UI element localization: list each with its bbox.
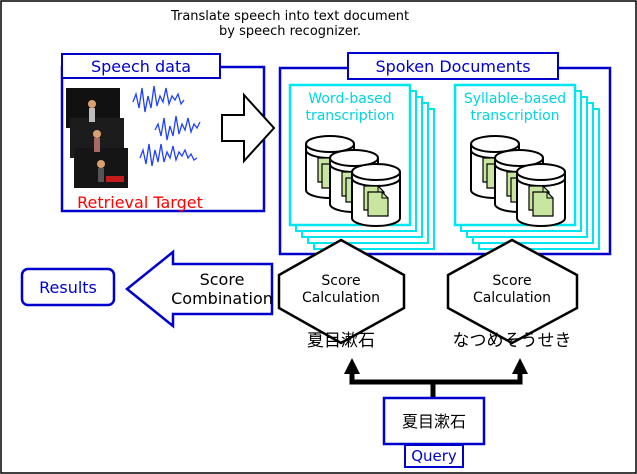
score-right-line-2: Calculation: [473, 290, 551, 306]
retrieval-target-caption: Retrieval Target: [77, 193, 203, 212]
score-calculation-right: Score Calculation: [446, 238, 579, 345]
syllable-based-label-2: transcription: [470, 108, 559, 124]
speech-data-panel: Speech data Retrieval Target: [60, 53, 266, 213]
score-right-line-1: Score: [492, 273, 531, 289]
results-label: Results: [39, 278, 97, 297]
score-left-line-2: Calculation: [302, 290, 380, 306]
query-kanji-label: 夏目漱石: [307, 331, 375, 351]
query-box-text: 夏目漱石: [402, 412, 466, 431]
combination-line-1: Score: [200, 270, 245, 289]
speech-data-title: Speech data: [91, 57, 191, 76]
query-connector: [344, 358, 528, 398]
syllable-based-label-1: Syllable-based: [464, 91, 566, 107]
score-combination-arrow: Score Combination: [125, 249, 274, 329]
word-based-label-1: Word-based: [308, 91, 391, 107]
query-box: 夏目漱石 Query: [382, 396, 486, 468]
right-arrow-icon: [221, 92, 276, 164]
photo-thumbnail: [66, 88, 128, 188]
query-label: Query: [411, 447, 457, 465]
results-box: Results: [20, 267, 116, 307]
query-kana-label: なつめそうせき: [453, 331, 572, 351]
score-calculation-left: Score Calculation: [277, 238, 406, 345]
word-based-stack: Word-based transcription: [288, 83, 435, 250]
word-based-label-2: transcription: [305, 108, 394, 124]
spoken-documents-panel: Spoken Documents Word-based transcriptio…: [278, 52, 612, 256]
header-line-1: Translate speech into text document: [170, 9, 409, 24]
spoken-documents-title: Spoken Documents: [375, 57, 530, 76]
waveform-icon: [132, 85, 201, 167]
syllable-based-stack: Syllable-based transcription: [453, 83, 600, 250]
up-arrow-icon: [344, 358, 360, 374]
left-arrow-icon: [125, 249, 274, 329]
up-arrow-icon: [512, 358, 528, 374]
spoken-documents-title-box: [347, 52, 559, 80]
speech-data-title-box: [61, 53, 221, 79]
score-left-line-1: Score: [321, 273, 360, 289]
header-line-2: by speech recognizer.: [219, 24, 361, 39]
combination-line-2: Combination: [171, 289, 273, 308]
